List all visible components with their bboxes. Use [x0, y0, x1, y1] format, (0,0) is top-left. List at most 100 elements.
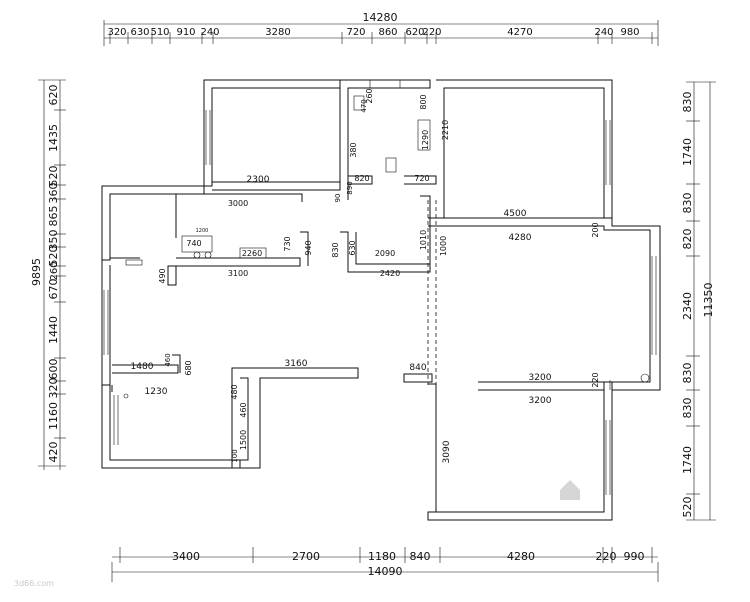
dim-kitchen-door: 490	[158, 268, 167, 283]
left-seg-14: 420	[47, 442, 60, 463]
top-seg-5: 240	[200, 27, 219, 38]
right-seg-4: 820	[681, 229, 694, 250]
right-seg-3: 830	[681, 193, 694, 214]
dim-bath-1010: 1010	[419, 230, 428, 250]
dim-living-3160: 3160	[285, 359, 308, 369]
dim-vert-100: 100	[231, 449, 239, 462]
top-seg-8: 860	[378, 27, 397, 38]
right-seg-2: 1740	[681, 138, 694, 166]
dim-bed-height: 3090	[442, 440, 452, 463]
dim-vert-460: 460	[239, 402, 248, 417]
left-seg-3: 520	[47, 166, 60, 187]
dim-kitchen-730: 730	[283, 236, 292, 251]
left-seg-13: 1160	[47, 402, 60, 430]
dim-kitchen-940: 940	[304, 240, 313, 255]
top-seg-9: 620	[405, 27, 424, 38]
left-seg-10: 1440	[47, 316, 60, 344]
top-seg-1: 320	[107, 27, 126, 38]
dim-720: 720	[414, 174, 429, 183]
right-total-label: 11350	[702, 283, 715, 318]
right-seg-1: 830	[681, 92, 694, 113]
bottom-seg-1: 3400	[172, 550, 200, 563]
dim-dining-1480: 1480	[131, 362, 154, 372]
bottom-total-label: 14090	[368, 565, 403, 578]
bottom-seg-2: 2700	[292, 550, 320, 563]
dim-890: 890	[346, 181, 354, 194]
left-seg-6: 350	[47, 230, 60, 251]
top-total-label: 14280	[363, 11, 398, 24]
dim-bed-bottom: 3200	[529, 396, 552, 406]
right-seg-7: 830	[681, 398, 694, 419]
dim-820: 820	[354, 174, 369, 183]
dim-vert-1500: 1500	[239, 430, 248, 450]
dim-north-room: 2300	[247, 175, 270, 185]
right-seg-6: 830	[681, 363, 694, 384]
left-seg-11: 600	[47, 359, 60, 380]
top-seg-3: 510	[150, 27, 169, 38]
dim-dining-460: 460	[164, 353, 172, 366]
dim-kitchen-inner: 2260	[242, 249, 262, 258]
top-seg-7: 720	[346, 27, 365, 38]
dim-90: 90	[334, 194, 342, 203]
top-seg-11: 4270	[507, 27, 532, 38]
dim-dining-680: 680	[184, 360, 193, 375]
right-dimension-bar: 830 1740 830 820 2340 830 830 1740 520 1…	[681, 81, 716, 521]
left-total-label: 9895	[30, 258, 43, 286]
left-seg-9: 670	[47, 279, 60, 300]
watermark: 3d66.com	[14, 480, 580, 588]
windows	[103, 110, 657, 495]
left-seg-8: 260	[49, 261, 60, 280]
dim-hall-4500: 4500	[504, 209, 527, 219]
bottom-seg-4: 840	[410, 550, 431, 563]
dim-hall-4280: 4280	[509, 233, 532, 243]
dim-380: 380	[349, 142, 358, 157]
right-seg-9: 520	[681, 497, 694, 518]
room-dimensions: 2300 3000 2260 3100 740 1200 490 940 730…	[131, 88, 600, 463]
dim-1290: 1290	[421, 130, 430, 150]
dim-220: 220	[591, 372, 600, 387]
dim-470: 470	[360, 99, 368, 112]
bottom-seg-5: 4280	[507, 550, 535, 563]
dim-kitchen-bottom: 3100	[228, 269, 248, 278]
dim-840: 840	[409, 363, 426, 373]
top-seg-4: 910	[176, 27, 195, 38]
bottom-seg-3: 1180	[368, 550, 396, 563]
dim-2210: 2210	[441, 120, 450, 140]
dim-bath-width: 2090	[375, 249, 395, 258]
dim-bed-top: 3200	[529, 373, 552, 383]
top-seg-13: 980	[620, 27, 639, 38]
right-seg-5: 2340	[681, 292, 694, 320]
dim-vert-480: 480	[230, 384, 239, 399]
top-seg-10: 220	[422, 27, 441, 38]
dim-bath-830: 830	[331, 242, 340, 257]
left-seg-12: 320	[47, 378, 60, 399]
left-seg-7: 520	[47, 246, 60, 267]
dim-kitchen-small: 740	[186, 239, 201, 248]
left-dimension-bar: 9895 620 1435 520 360 865 350 520 260 67…	[30, 79, 66, 470]
top-dimension-bar: 14280 320 630 510 910 240 3280 720 860 6…	[103, 11, 659, 46]
top-seg-2: 630	[130, 27, 149, 38]
left-seg-4: 360	[47, 183, 60, 204]
fixtures	[123, 95, 650, 399]
watermark-text: 3d66.com	[14, 579, 54, 588]
dim-260: 260	[365, 88, 374, 103]
top-seg-12: 240	[594, 27, 613, 38]
top-seg-6: 3280	[265, 27, 290, 38]
bottom-seg-6: 220	[596, 550, 617, 563]
left-seg-2: 1435	[47, 124, 60, 152]
left-seg-1: 620	[47, 85, 60, 106]
right-seg-8: 1740	[681, 446, 694, 474]
watermark-house-icon	[560, 480, 580, 500]
left-seg-5: 865	[47, 206, 60, 227]
walls	[101, 79, 661, 521]
dim-1000: 1000	[439, 236, 448, 256]
dim-kitchen-1200: 1200	[196, 228, 209, 234]
dim-kitchen-top: 3000	[228, 199, 248, 208]
bottom-dimension-bar: 3400 2700 1180 840 4280 220 990 14090	[111, 547, 659, 582]
dim-200: 200	[591, 222, 600, 237]
dim-corridor: 2420	[380, 269, 400, 278]
dim-800: 800	[419, 94, 428, 109]
dim-dining-1230: 1230	[145, 387, 168, 397]
dim-bath-630: 630	[348, 240, 357, 255]
